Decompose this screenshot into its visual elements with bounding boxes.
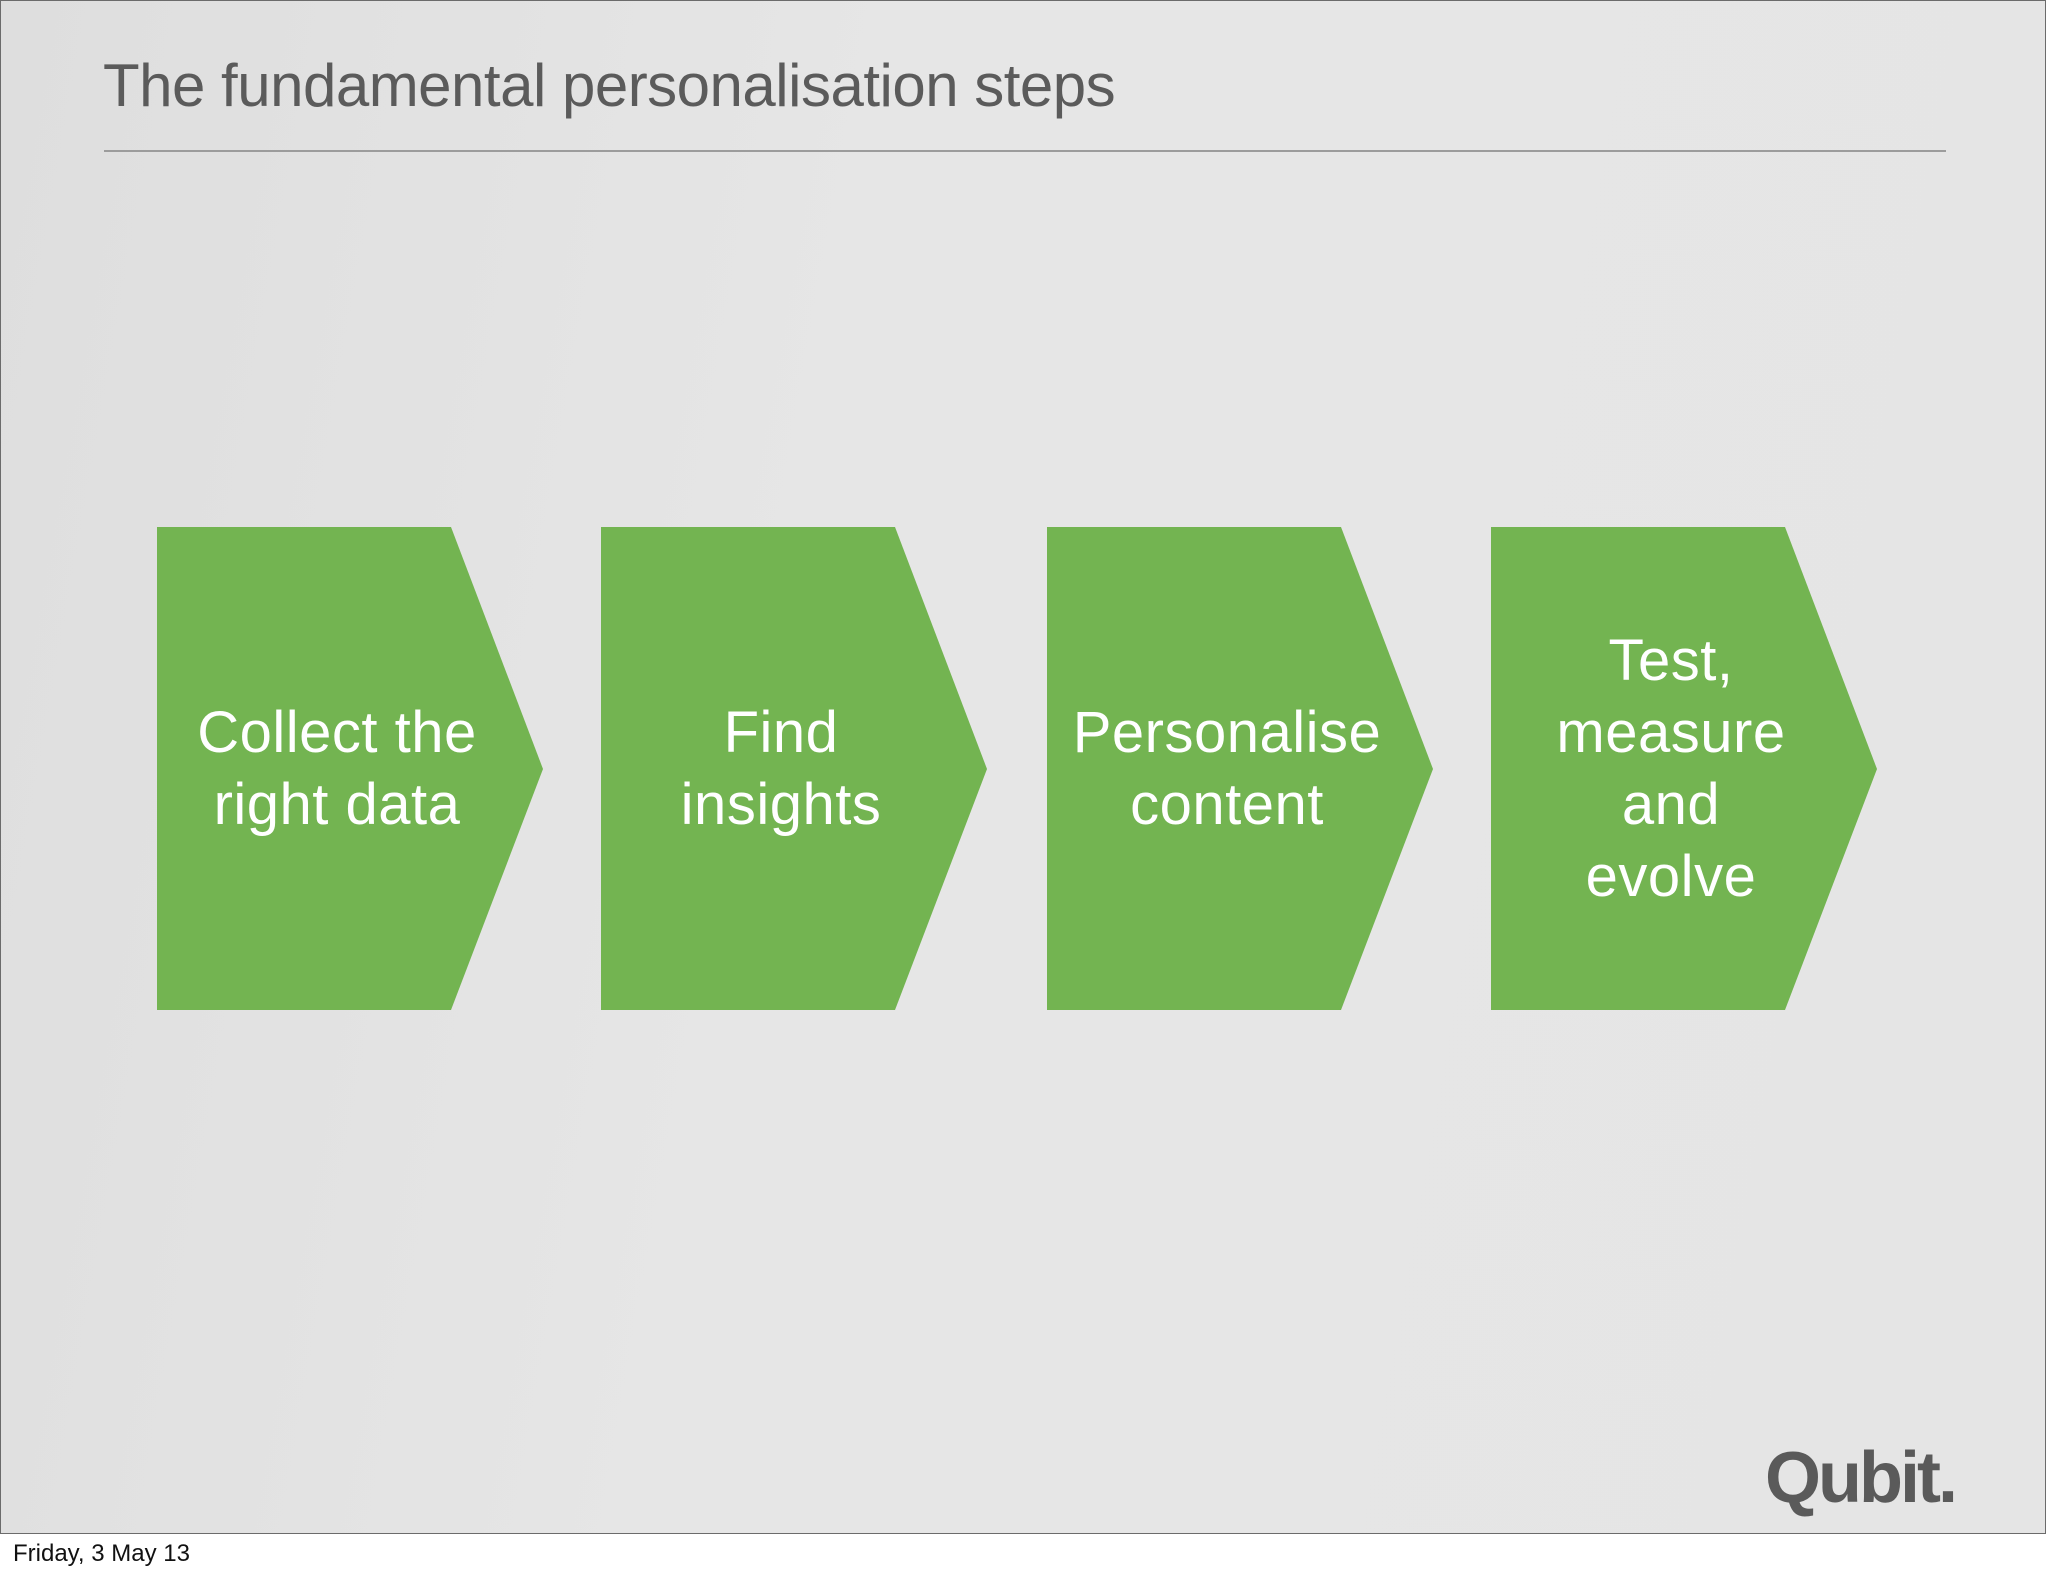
step-1-label: Collect the right data (197, 700, 477, 837)
step-4-label: Test, measure and evolve (1556, 628, 1786, 909)
step-2-label: Find insights (680, 700, 882, 837)
step-2-chevron (601, 527, 987, 1010)
step-3-chevron (1047, 527, 1433, 1010)
process-diagram (157, 527, 1877, 1010)
qubit-logo: Qubit. (1765, 1438, 1958, 1518)
footer-date: Friday, 3 May 13 (13, 1540, 190, 1567)
slide-title: The fundamental personalisation steps (103, 52, 1116, 119)
step-4-chevron (1491, 527, 1877, 1010)
title-divider (104, 150, 1946, 152)
step-3-label: Personalise content (1072, 700, 1382, 837)
step-1-chevron (157, 527, 543, 1010)
slide: The fundamental personalisation steps Co… (0, 0, 2046, 1534)
